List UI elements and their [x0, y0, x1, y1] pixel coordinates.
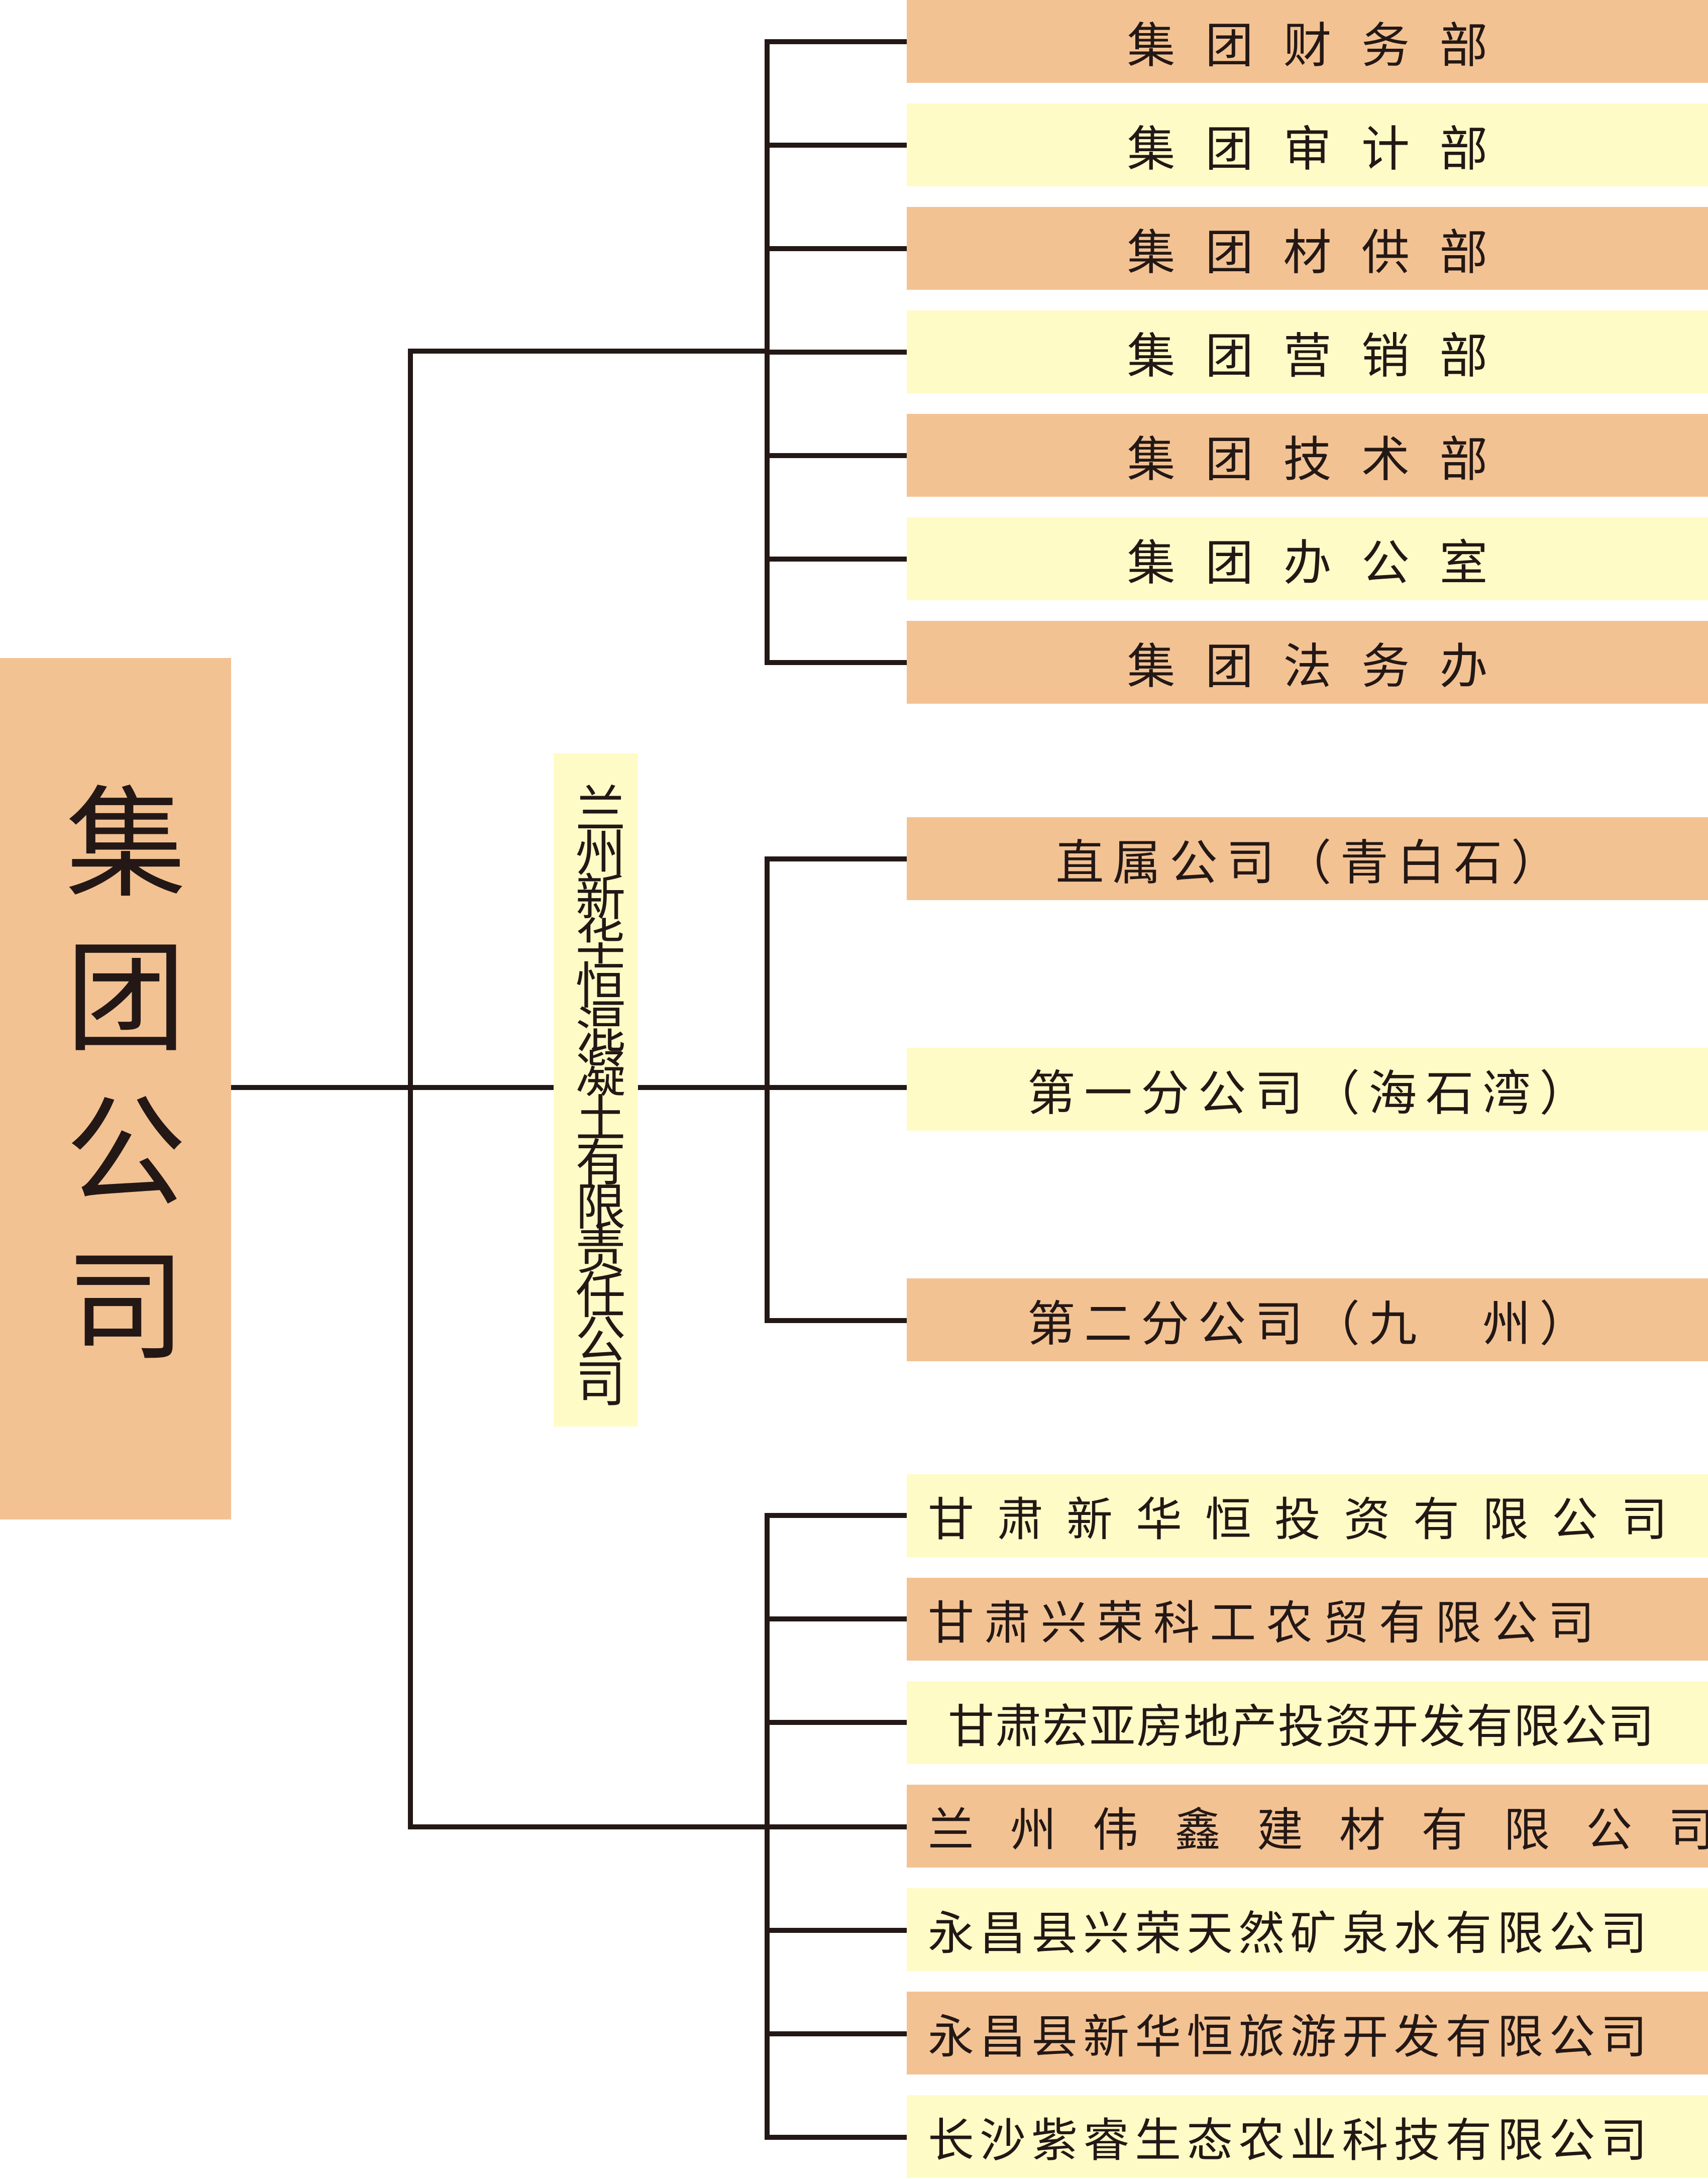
connector-dept-3: [765, 246, 908, 251]
subsidiary-label: 兰州伟鑫建材有限公司: [928, 1803, 1708, 1857]
root-company-box: [0, 658, 231, 1519]
connector-sub-1: [765, 1513, 908, 1518]
department-box: 集团技术部: [907, 414, 1708, 497]
connector-dept-1: [765, 39, 908, 44]
connector-dept-2: [765, 143, 908, 148]
subsidiary-box: 甘肃兴荣科工农贸有限公司: [907, 1578, 1708, 1661]
connector-branch-3: [765, 1318, 908, 1323]
department-box: 集团材供部: [907, 207, 1708, 290]
subsidiary-box: 兰州伟鑫建材有限公司: [907, 1785, 1708, 1868]
connector-to-subsidiaries: [408, 1824, 765, 1829]
subsidiary-box: 永昌县兴荣天然矿泉水有限公司: [907, 1888, 1708, 1971]
concrete-company-label-wrap: 兰州新华恒混凝土有限责任公司: [554, 753, 638, 1427]
subsidiary-box: 甘肃新华恒投资有限公司: [907, 1474, 1708, 1557]
subsidiary-label: 甘肃新华恒投资有限公司: [928, 1493, 1691, 1547]
subsidiary-box: 永昌县新华恒旅游开发有限公司: [907, 1992, 1708, 2075]
department-label: 集团审计部: [1127, 121, 1518, 177]
branch-box: 直属公司（青白石）: [907, 817, 1708, 900]
subsidiary-label: 甘肃宏亚房地产投资开发有限公司: [948, 1700, 1655, 1754]
connector-main-vertical: [408, 349, 413, 1829]
department-box: 集团财务部: [907, 0, 1708, 83]
connector-sub-4: [765, 1824, 908, 1829]
branch-label: 第一分公司（海石湾）: [1027, 1065, 1596, 1122]
root-company-label: 集团公司: [45, 780, 186, 1397]
connector-dept-5: [765, 453, 908, 458]
connector-sub-5: [765, 1928, 908, 1933]
department-label: 集团技术部: [1127, 431, 1518, 488]
department-label: 集团法务办: [1127, 638, 1518, 695]
root-company-label-wrap: 集团公司: [0, 658, 231, 1519]
connector-branch-1: [765, 856, 908, 861]
subsidiary-label: 永昌县新华恒旅游开发有限公司: [928, 2010, 1653, 2064]
connector-sub-2: [765, 1616, 908, 1621]
subsidiary-box: 甘肃宏亚房地产投资开发有限公司: [907, 1681, 1708, 1764]
connector-sub-7: [765, 2135, 908, 2140]
subsidiary-label: 长沙紫睿生态农业科技有限公司: [928, 2114, 1653, 2167]
connector-branches-vertical: [765, 856, 770, 1323]
branch-box: 第一分公司（海石湾）: [907, 1048, 1708, 1131]
branch-box: 第二分公司（九 州）: [907, 1278, 1708, 1361]
connector-dept-4: [765, 350, 908, 355]
department-label: 集团材供部: [1127, 225, 1518, 281]
department-label: 集团财务部: [1127, 18, 1518, 74]
department-label: 集团营销部: [1127, 328, 1518, 384]
connector-dept-6: [765, 557, 908, 562]
subsidiary-box: 长沙紫睿生态农业科技有限公司: [907, 2095, 1708, 2178]
subsidiary-label: 甘肃兴荣科工农贸有限公司: [928, 1596, 1605, 1650]
concrete-company-label: 兰州新华恒混凝土有限责任公司: [567, 783, 625, 1401]
branch-label: 直属公司（青白石）: [1055, 835, 1568, 891]
department-box: 集团审计部: [907, 103, 1708, 186]
connector-to-departments: [408, 349, 765, 354]
department-box: 集团办公室: [907, 517, 1708, 600]
subsidiary-label: 永昌县兴荣天然矿泉水有限公司: [928, 1907, 1653, 1960]
department-label: 集团办公室: [1127, 535, 1518, 591]
department-box: 集团法务办: [907, 621, 1708, 704]
concrete-company-box: [554, 753, 638, 1427]
connector-sub-6: [765, 2031, 908, 2036]
department-box: 集团营销部: [907, 310, 1708, 393]
connector-dept-7: [765, 660, 908, 665]
branch-label: 第二分公司（九 州）: [1027, 1296, 1596, 1352]
connector-sub-3: [765, 1720, 908, 1725]
